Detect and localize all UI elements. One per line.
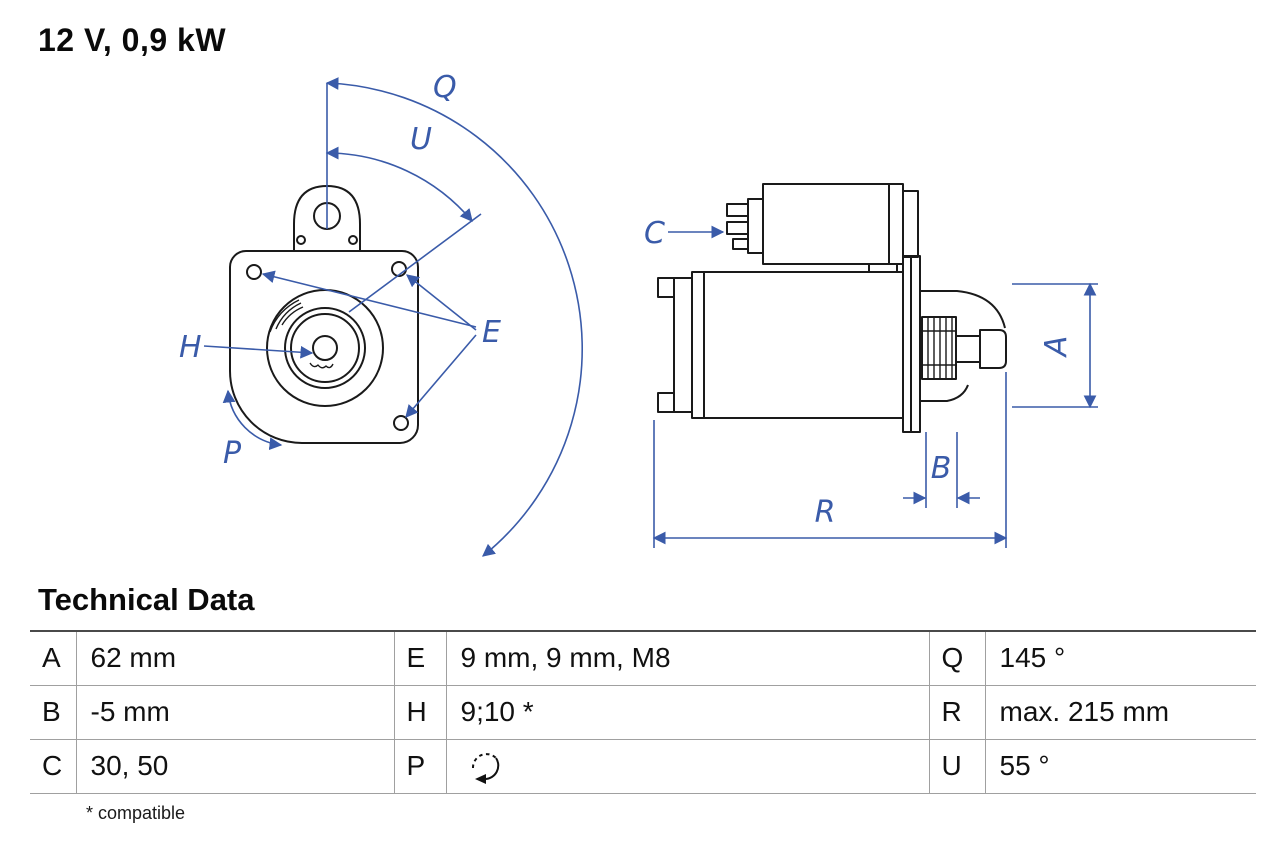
param-value-e: 9 mm, 9 mm, M8 — [445, 630, 930, 686]
dim-arc-u — [325, 146, 473, 222]
param-key-e: E — [393, 630, 447, 686]
mounting-flange — [902, 255, 921, 433]
table-row: B -5 mm H 9;10 * R max. 215 mm — [30, 684, 1256, 740]
drive-hub — [266, 289, 384, 407]
dim-label-r: R — [815, 495, 836, 530]
param-key-c: C — [30, 738, 77, 794]
param-value-a: 62 mm — [75, 630, 395, 686]
param-value-r: max. 215 mm — [984, 684, 1256, 740]
technical-data-section: Technical Data A 62 mm E 9 mm, 9 mm, M8 … — [30, 582, 1256, 824]
dim-label-e: E — [482, 315, 501, 350]
dim-label-p: P — [223, 436, 242, 471]
dim-leader-e-2 — [405, 274, 477, 331]
table-footnote: * compatible — [86, 802, 186, 823]
param-value-b: -5 mm — [75, 684, 395, 740]
param-value-p — [445, 738, 930, 794]
side-view-drawing: C A B R — [644, 183, 1098, 548]
param-key-r: R — [928, 684, 986, 740]
param-key-p: P — [393, 738, 447, 794]
technical-data-heading: Technical Data — [38, 582, 255, 617]
technical-data-table: A 62 mm E 9 mm, 9 mm, M8 Q 145 ° B -5 mm… — [30, 630, 1256, 794]
rotation-direction-icon — [471, 753, 499, 784]
table-row: C 30, 50 P U 55 ° — [30, 738, 1256, 794]
param-value-h: 9;10 * — [445, 684, 930, 740]
param-value-u: 55 ° — [984, 738, 1256, 794]
technical-drawing: Q U E H P — [179, 70, 1098, 557]
param-key-b: B — [30, 684, 77, 740]
dim-arc-q — [325, 77, 583, 557]
page-title: 12 V, 0,9 kW — [38, 22, 227, 58]
dim-label-b: B — [931, 451, 952, 486]
dim-label-a: A — [1039, 336, 1074, 359]
dim-label-c: C — [644, 216, 665, 251]
dim-leader-e-3 — [405, 334, 477, 418]
param-value-q: 145 ° — [984, 630, 1256, 686]
front-view-dimensions — [203, 77, 583, 557]
dim-rotation-arrow-p — [222, 389, 283, 451]
table-row: A 62 mm E 9 mm, 9 mm, M8 Q 145 ° — [30, 630, 1256, 686]
param-key-h: H — [393, 684, 447, 740]
dim-label-u: U — [410, 122, 432, 157]
param-key-u: U — [928, 738, 986, 794]
dim-leader-e-1 — [261, 270, 477, 328]
dim-leader-h — [203, 345, 314, 359]
param-value-c: 30, 50 — [75, 738, 395, 794]
param-key-a: A — [30, 630, 77, 686]
solenoid — [726, 183, 919, 265]
drive-end-pinion — [920, 290, 1007, 402]
dim-label-q: Q — [433, 70, 457, 105]
dim-label-h: H — [179, 330, 202, 365]
param-key-q: Q — [928, 630, 986, 686]
dim-radial-line-u — [348, 213, 482, 313]
side-view-dimensions — [652, 225, 1098, 548]
motor-body — [657, 264, 904, 419]
front-view-drawing: Q U E H P — [179, 70, 583, 557]
